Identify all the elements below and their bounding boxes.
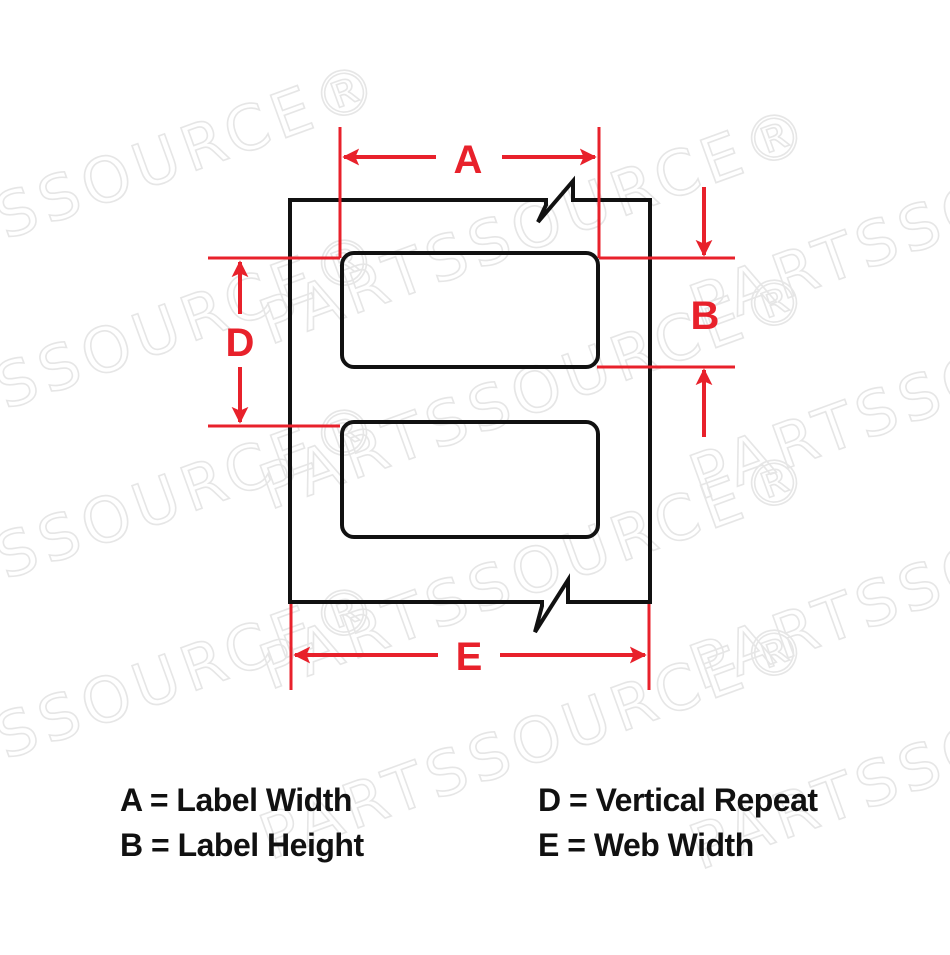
dimension-d-letter: D [226, 321, 255, 365]
legend-item-a: A = Label Width [120, 782, 352, 818]
dimension-b-letter: B [691, 294, 720, 338]
label-1 [340, 251, 600, 369]
dimension-e: E [289, 604, 651, 690]
legend-item-b: B = Label Height [120, 827, 364, 863]
dimension-d: D [208, 256, 340, 428]
legend-item-d: D = Vertical Repeat [538, 782, 818, 818]
dimension-a-letter: A [454, 138, 483, 182]
web-outline [288, 175, 652, 634]
legend-item-e: E = Web Width [538, 827, 754, 863]
dimension-b: B [597, 187, 735, 437]
label-2 [340, 420, 600, 539]
dimension-e-letter: E [456, 635, 483, 679]
dimension-a: A [338, 127, 601, 258]
